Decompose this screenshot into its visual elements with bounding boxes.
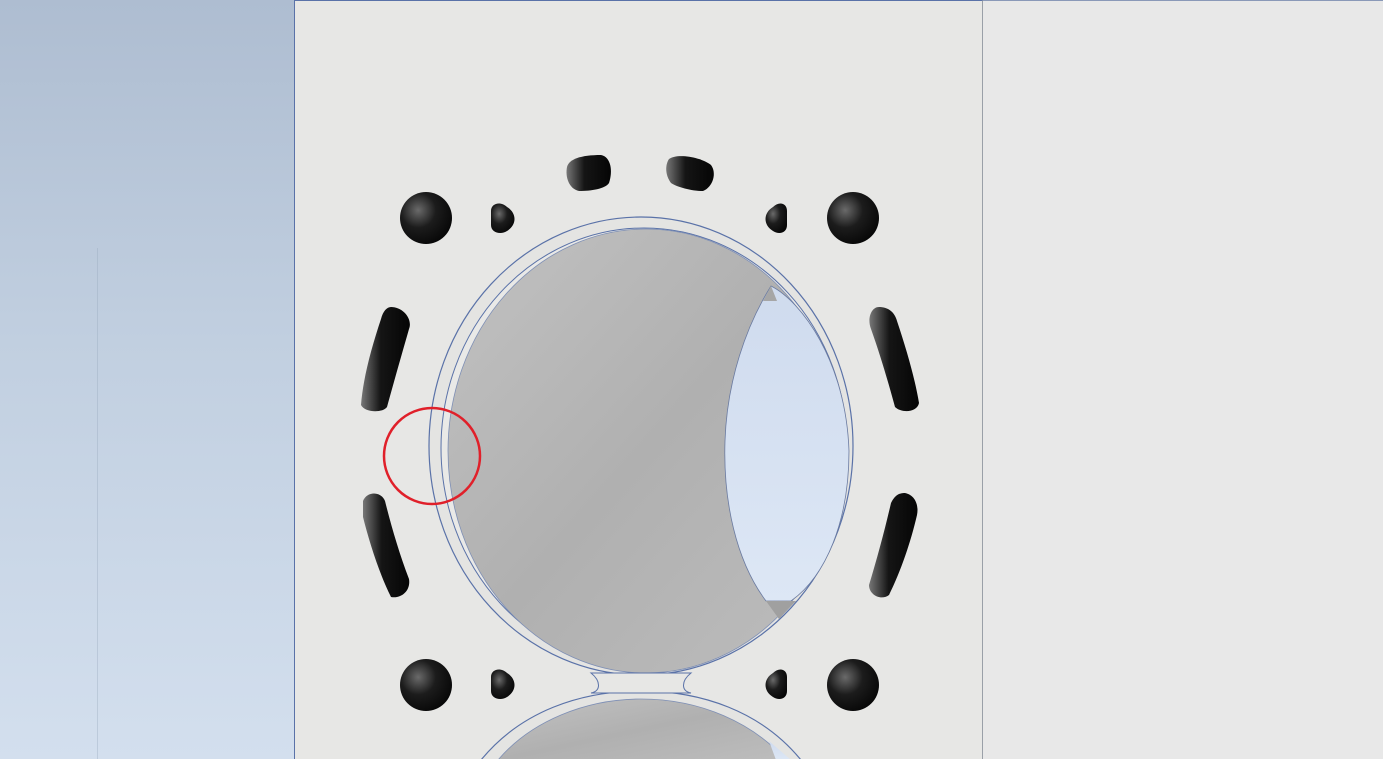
dowel-hole-bottom-right [765, 669, 787, 699]
dowel-hole-bottom-left [491, 669, 515, 699]
viewport-guide-line [97, 248, 98, 759]
coolant-slot-top-left [566, 155, 611, 191]
dowel-hole-top-right [765, 203, 787, 233]
coolant-slot-right-upper [869, 307, 919, 412]
coolant-slot-left-lower [363, 493, 410, 598]
bore-bridge [589, 672, 693, 694]
highlight-circle [382, 406, 482, 506]
bore-notch-bottom [766, 601, 796, 619]
graphics-viewport-background [0, 0, 295, 759]
property-panel [983, 0, 1383, 759]
coolant-slot-right-lower [869, 493, 918, 598]
coolant-slot-top-right [666, 156, 714, 191]
bore-notch-top [763, 286, 777, 301]
second-bore-interior [498, 698, 786, 759]
gasket-model-view[interactable] [294, 0, 983, 759]
bolt-hole-top-right [827, 192, 879, 244]
bolt-hole-top-left [400, 192, 452, 244]
gasket-drawing [361, 155, 919, 759]
coolant-slot-left-upper [361, 307, 410, 412]
bolt-hole-bottom-right [827, 659, 879, 711]
second-bore-light [769, 741, 790, 759]
bolt-hole-bottom-left [400, 659, 452, 711]
bore-light-opening [724, 285, 850, 602]
dowel-hole-top-left [491, 203, 515, 233]
